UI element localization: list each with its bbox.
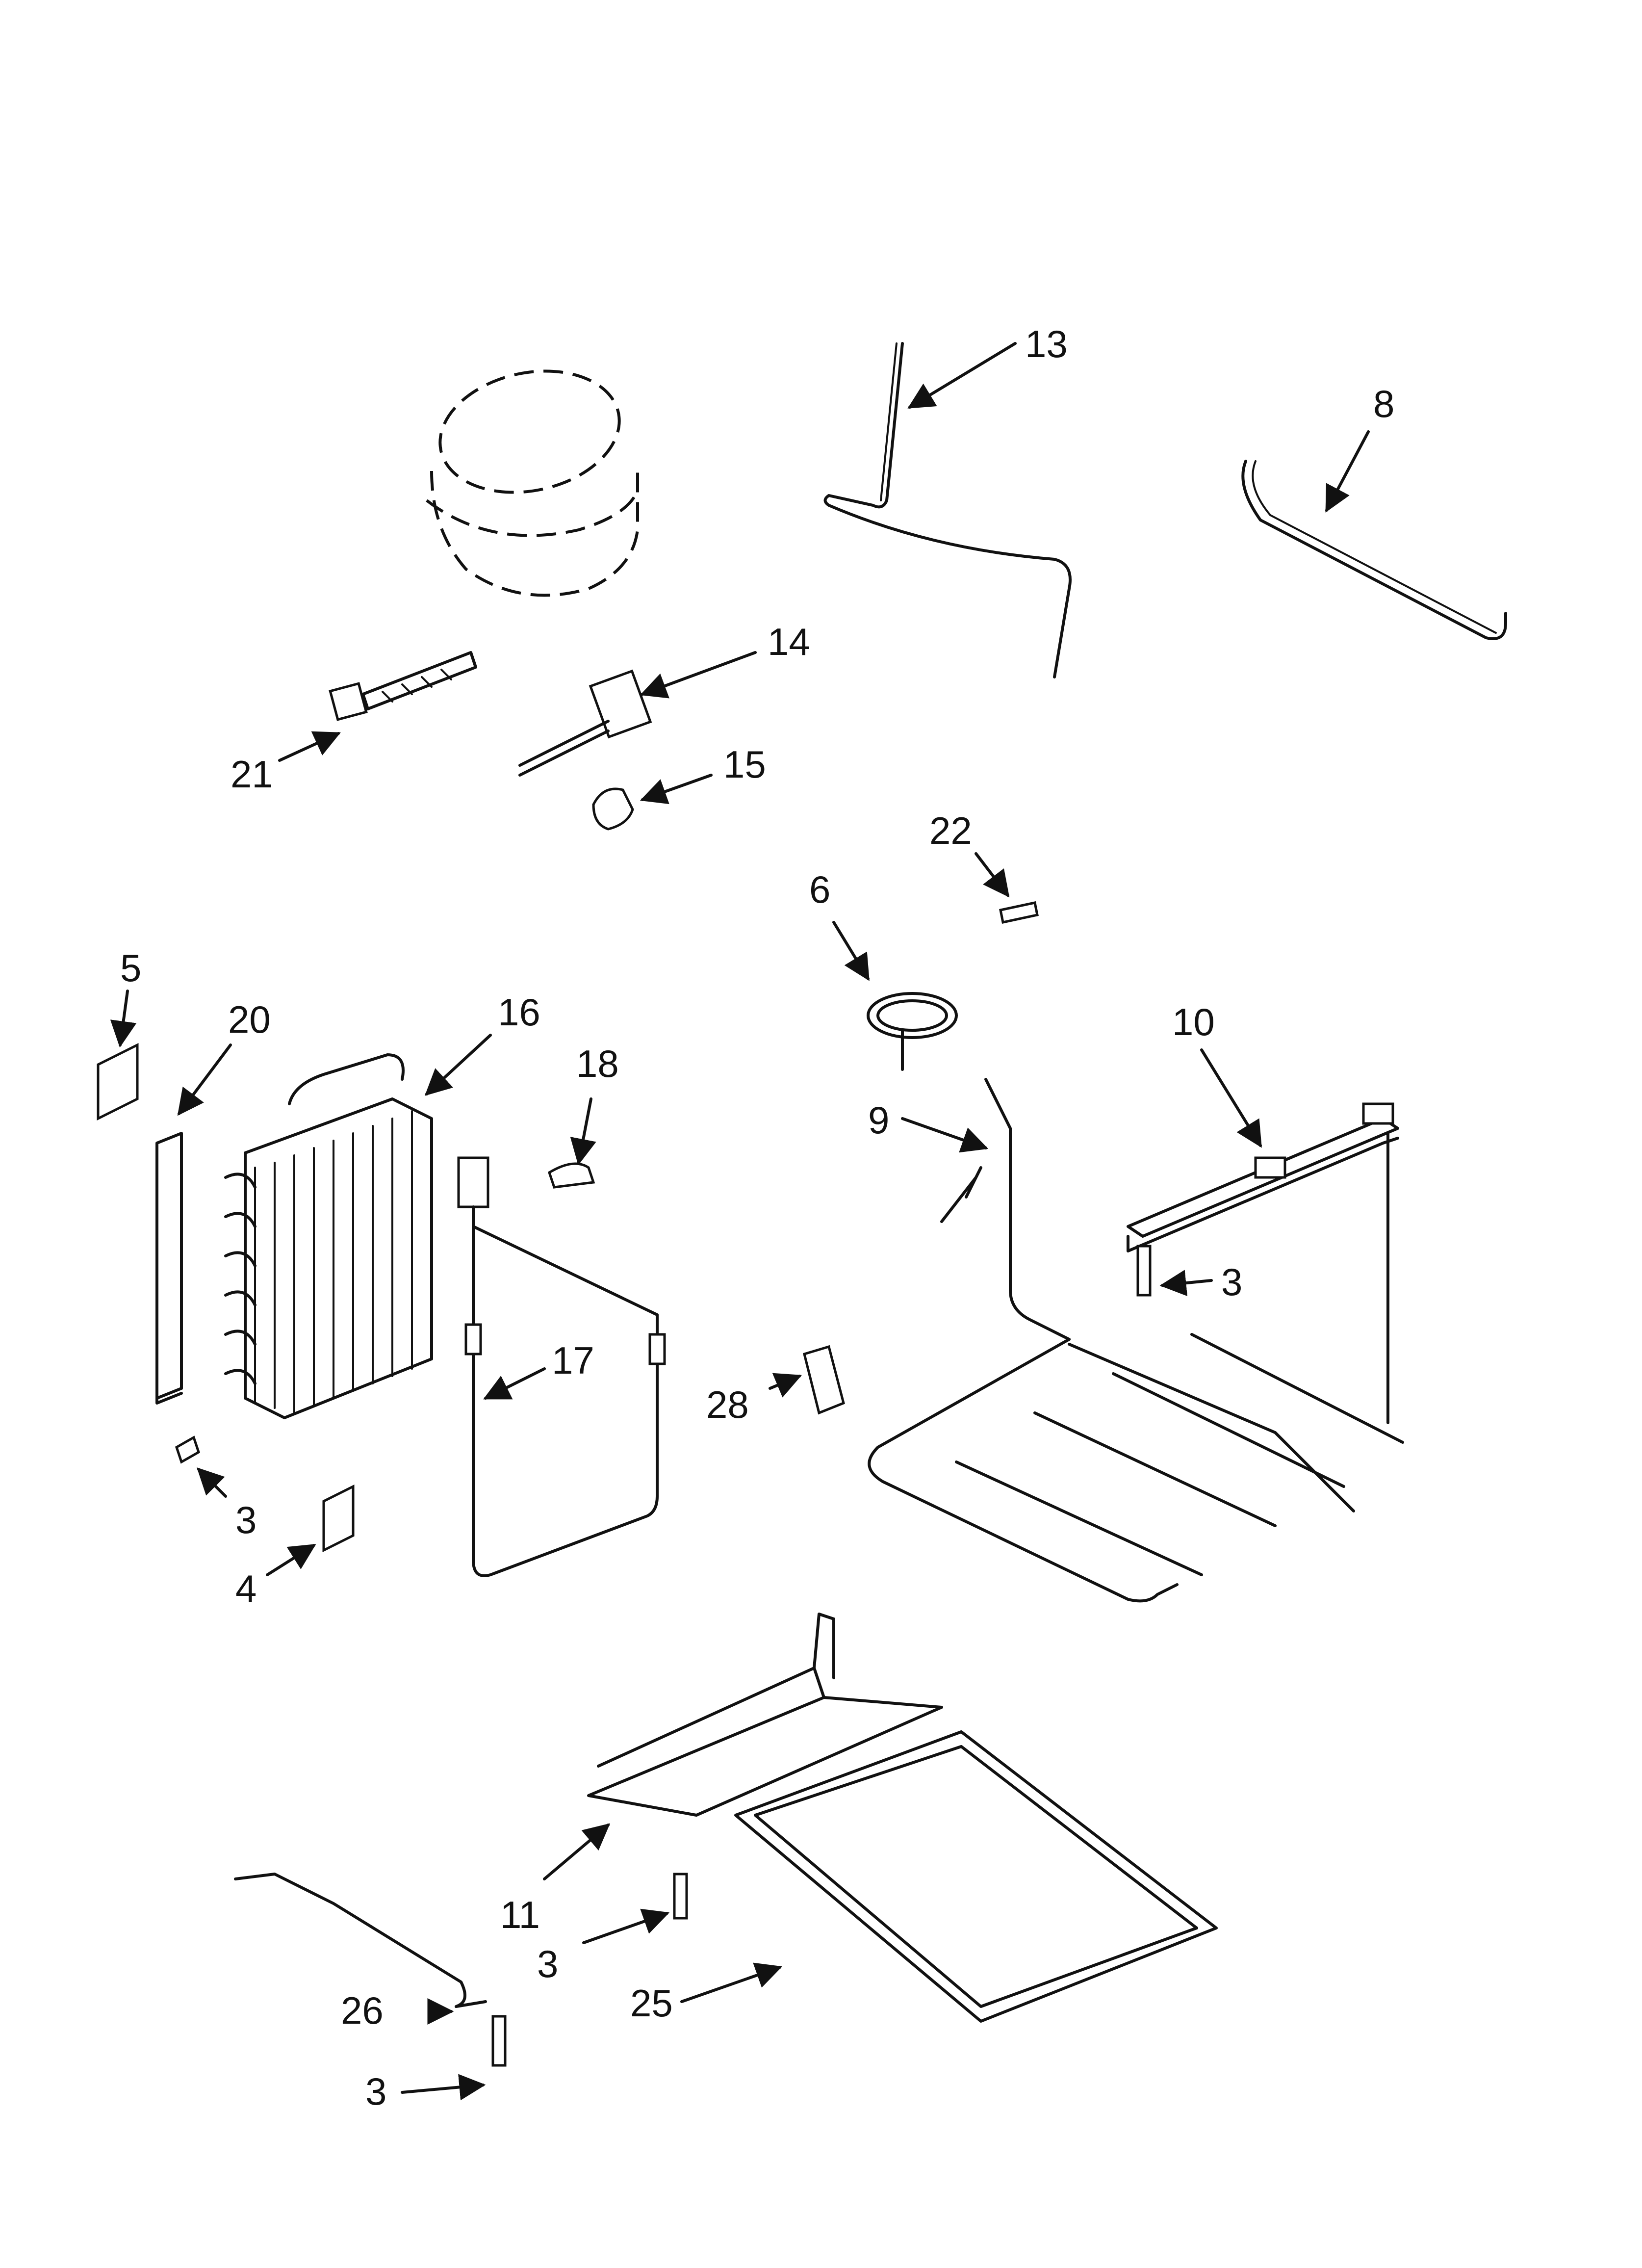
callout-15: 15 bbox=[723, 743, 766, 786]
callout-8: 8 bbox=[1373, 382, 1394, 425]
callout-3-evap: 3 bbox=[235, 1498, 257, 1541]
callout-10: 10 bbox=[1172, 1000, 1215, 1043]
part-18-clip bbox=[547, 1162, 595, 1189]
part-8-tube bbox=[1241, 460, 1507, 640]
part-5-label bbox=[97, 1043, 139, 1121]
callout-18: 18 bbox=[576, 1042, 619, 1085]
callout-28: 28 bbox=[706, 1383, 749, 1426]
callout-4: 4 bbox=[235, 1567, 257, 1610]
callout-13: 13 bbox=[1025, 322, 1068, 365]
callout-3-wire: 3 bbox=[365, 2070, 386, 2113]
callout-20: 20 bbox=[228, 998, 271, 1041]
part-11-trough bbox=[587, 1613, 943, 1817]
part-9-drain-heater bbox=[868, 1078, 1404, 1603]
part-15-clip bbox=[592, 787, 634, 831]
callout-22: 22 bbox=[929, 809, 972, 852]
callout-11: 11 bbox=[500, 1893, 540, 1936]
part-22-clip bbox=[999, 901, 1039, 924]
part-6-hose bbox=[867, 992, 958, 1071]
part-13-tube bbox=[823, 342, 1072, 678]
callout-21: 21 bbox=[231, 753, 273, 796]
part-20-bracket bbox=[155, 1132, 183, 1405]
callout-6: 6 bbox=[809, 868, 830, 911]
compressor-outline bbox=[426, 369, 639, 597]
callout-16: 16 bbox=[498, 991, 540, 1034]
callout-17: 17 bbox=[552, 1339, 594, 1382]
part-25-pan bbox=[734, 1730, 1218, 2023]
part-17-heater bbox=[457, 1156, 666, 1577]
callout-14: 14 bbox=[768, 620, 810, 663]
part-26-wire bbox=[234, 1873, 487, 2008]
callout-26: 26 bbox=[341, 1989, 384, 2032]
screw-icons bbox=[175, 1245, 1152, 2067]
part-21-cable-tie bbox=[329, 651, 477, 721]
part-28-sleeve bbox=[802, 1345, 845, 1415]
callout-25: 25 bbox=[630, 1981, 673, 2025]
callout-5: 5 bbox=[120, 946, 141, 990]
callout-3-trough: 3 bbox=[537, 1942, 558, 1985]
callout-9: 9 bbox=[868, 1098, 889, 1142]
callout-3-mount: 3 bbox=[1221, 1260, 1242, 1303]
part-16-evaporator bbox=[224, 1053, 433, 1419]
part-14-thermistor bbox=[518, 669, 652, 777]
part-10-bracket bbox=[1127, 1102, 1399, 1424]
part-4-bracket bbox=[322, 1484, 355, 1553]
leader-lines bbox=[110, 342, 1370, 2101]
